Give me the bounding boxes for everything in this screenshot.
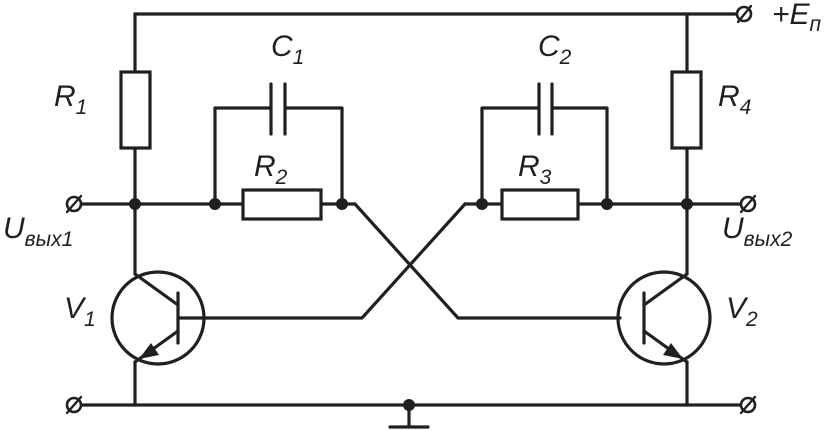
terminal-out2 xyxy=(739,194,757,214)
terminal-out1 xyxy=(65,194,83,214)
capacitor-c1-branch xyxy=(213,82,344,206)
transistor-v1 xyxy=(110,270,206,407)
resistor-r2 xyxy=(241,188,323,221)
junction-dots xyxy=(129,198,693,411)
terminal-supply xyxy=(735,4,753,24)
terminal-ground-right xyxy=(739,395,757,415)
label-r3: R3 xyxy=(518,150,552,189)
label-out1: Uвых1 xyxy=(3,212,73,251)
label-r1: R1 xyxy=(54,80,87,119)
label-v1: V1 xyxy=(64,292,96,331)
label-out2: Uвых2 xyxy=(722,212,793,251)
label-c2: C2 xyxy=(538,30,572,69)
cross-coupling xyxy=(176,202,622,320)
label-r4: R4 xyxy=(718,80,751,119)
label-v2: V2 xyxy=(726,292,758,331)
label-c1: C1 xyxy=(271,30,304,69)
resistor-r1 xyxy=(119,70,152,150)
label-supply: +Eп xyxy=(772,0,822,36)
resistor-r3 xyxy=(500,188,580,221)
capacitor-c2-branch xyxy=(480,82,609,206)
resistor-r4 xyxy=(670,70,703,150)
label-r2: R2 xyxy=(254,150,288,189)
terminal-ground-left xyxy=(65,395,83,415)
transistor-v2 xyxy=(616,270,712,407)
